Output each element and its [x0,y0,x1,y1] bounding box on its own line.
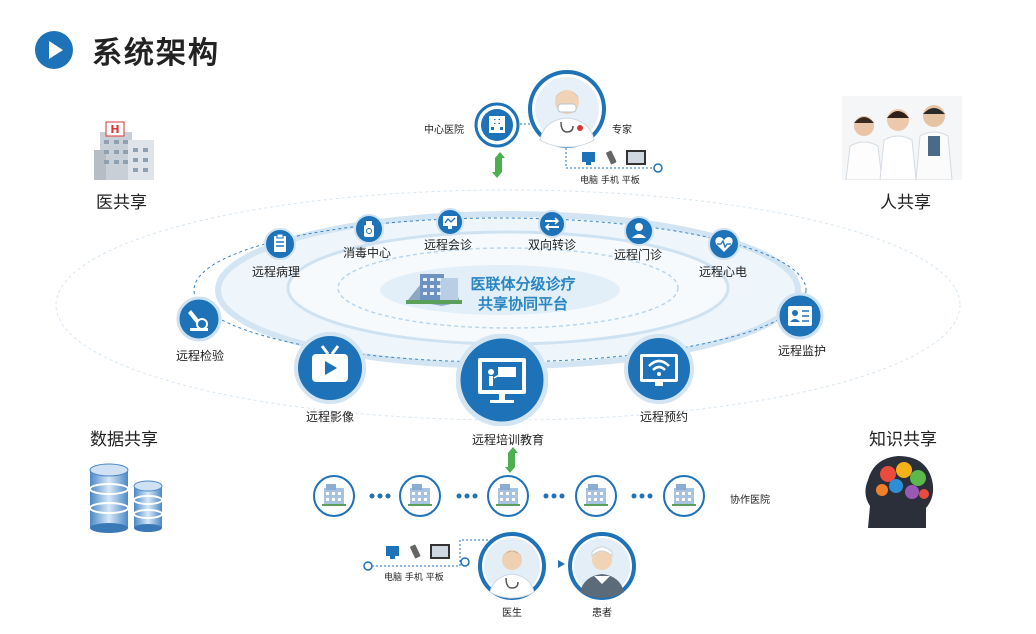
patient-avatar [568,532,636,600]
inspection-label: 远程检验 [176,349,225,363]
disinfection-label: 消毒中心 [343,246,392,260]
imaging-label: 远程影像 [306,410,355,424]
training-screen-icon[interactable] [456,334,548,426]
doctor-label: 医生 [502,608,522,619]
partner-hospital-icon-1[interactable] [312,474,356,518]
devices-icons-bottom [386,544,450,559]
monitoring-icon[interactable] [776,292,824,340]
devices-label-top: 电脑 手机 平板 [580,176,640,186]
referral-label: 双向转诊 [528,238,577,252]
ecg-heart-icon[interactable] [708,228,740,260]
brain-head-icon [865,456,934,528]
appointment-wifi-icon[interactable] [624,334,694,404]
platform-building-icon [406,274,462,306]
play-icon [35,31,73,69]
consultation-label: 远程会诊 [424,238,473,252]
consultation-icon[interactable] [436,208,464,236]
outpatient-label: 远程门诊 [614,248,663,262]
pathology-icon[interactable] [264,228,296,260]
partner-hospital-icon-4[interactable] [574,474,618,518]
sync-arrows-top [492,152,505,178]
appointment-label: 远程预约 [640,410,689,424]
imaging-tv-icon[interactable] [294,332,366,404]
doctor-avatar [478,532,546,600]
pathology-label: 远程病理 [252,265,301,279]
svg-text:H: H [110,123,119,136]
monitoring-label: 远程监护 [778,344,827,358]
platform-title: 医联体分级诊疗 共享协同平台 [458,274,588,314]
inspection-microscope-icon[interactable] [176,296,222,342]
ecg-label: 远程心电 [699,265,748,279]
outpatient-icon[interactable] [624,216,654,246]
partner-hospital-icon-3[interactable] [486,474,530,518]
expert-avatar [528,70,606,148]
devices-label-bottom: 电脑 手机 平板 [384,573,444,583]
page-title: 系统架构 [34,28,220,72]
referral-icon[interactable] [538,210,566,238]
medical-staff-photo-icon [842,96,962,180]
hospital-building-icon: H [94,121,154,180]
expert-label: 专家 [612,125,632,136]
patient-label: 患者 [592,608,612,619]
corner-label-knowledge-share: 知识共享 [869,430,937,450]
corner-label-hospital-share: 医共享 [96,193,147,213]
platform-title-line1: 医联体分级诊疗 [470,275,576,293]
corner-label-data-share: 数据共享 [90,430,158,450]
training-label: 远程培训教育 [472,433,545,447]
platform-title-line2: 共享协同平台 [477,295,568,313]
partner-hospital-icon-5[interactable] [662,474,706,518]
database-icon [89,463,163,533]
partner-hospital-label: 协作医院 [730,495,770,506]
partner-hospital-icon-2[interactable] [398,474,442,518]
disinfection-icon[interactable] [354,214,384,244]
sync-arrows-bottom [505,447,518,473]
devices-icons-top [582,150,646,165]
corner-label-people-share: 人共享 [880,193,931,213]
central-hospital-label: 中心医院 [424,125,464,136]
central-hospital-icon [474,102,520,148]
